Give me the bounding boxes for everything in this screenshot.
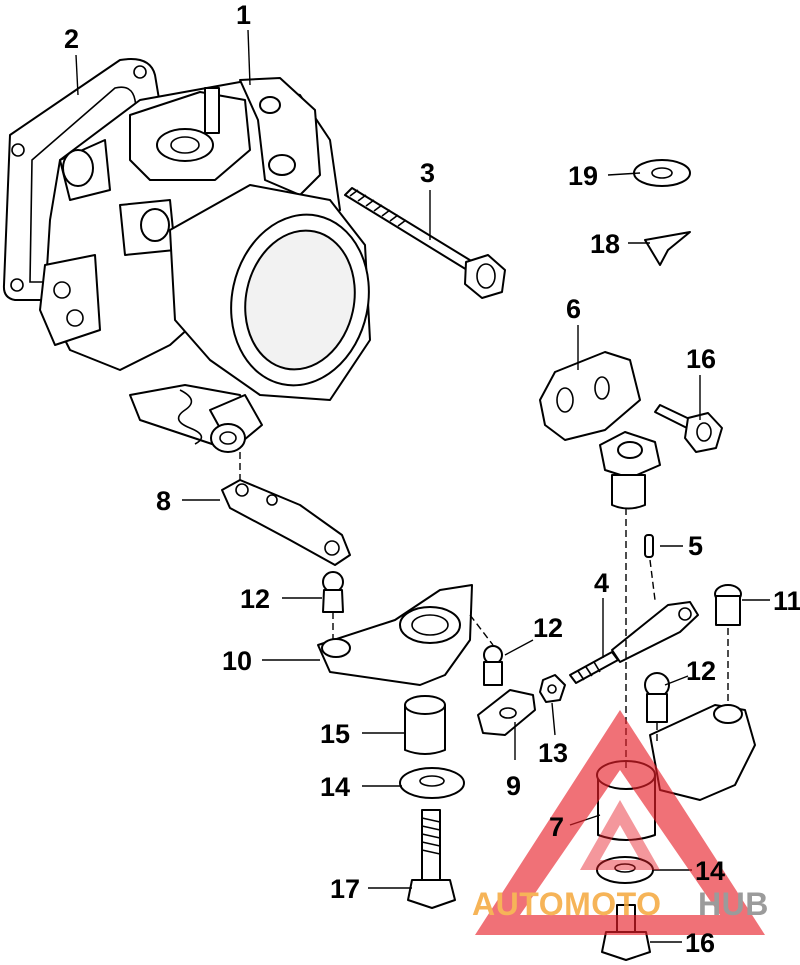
watermark-word-primary: AUTOMOTO — [472, 886, 661, 922]
callout-1: 1 — [236, 0, 251, 30]
callout-16-upper: 16 — [686, 344, 716, 374]
washer-part-19 — [633, 159, 691, 187]
callout-14-right: 14 — [695, 856, 725, 886]
watermark-triangle-icon — [475, 710, 765, 935]
callout-12-middle: 12 — [533, 613, 563, 643]
pin-part-5 — [644, 534, 654, 558]
ball-joint-part-11 — [714, 584, 742, 626]
threaded-rod-part-4 — [569, 601, 699, 684]
callout-9: 9 — [506, 771, 521, 801]
nut-part-13 — [539, 674, 566, 703]
callout-labels: 1 2 3 4 5 6 7 8 9 10 11 12 12 12 13 14 1… — [64, 0, 800, 958]
washer-part-14-right — [596, 856, 654, 884]
callout-13: 13 — [538, 738, 568, 768]
clip-part-18 — [644, 231, 691, 266]
callout-3: 3 — [420, 158, 435, 188]
throttle-body-part-1 — [39, 77, 371, 453]
bolt-part-17 — [407, 809, 456, 909]
callout-12-right: 12 — [686, 656, 716, 686]
watermark-logo: AUTOMOTO HUB — [472, 710, 769, 935]
callout-18: 18 — [590, 229, 620, 259]
ball-joint-part-12-middle — [483, 645, 503, 686]
callout-10: 10 — [222, 646, 252, 676]
ball-joint-part-12-left — [322, 571, 344, 613]
callout-12-left: 12 — [240, 584, 270, 614]
leader-lines — [75, 29, 770, 943]
callout-11: 11 — [773, 586, 800, 616]
callout-6: 6 — [566, 294, 581, 324]
assembly-lines — [239, 452, 729, 770]
callout-16-lower: 16 — [685, 928, 715, 958]
washer-part-14-left — [399, 767, 465, 799]
sleeve-part-15 — [404, 695, 446, 755]
callout-8: 8 — [156, 486, 171, 516]
callout-15: 15 — [320, 719, 350, 749]
ball-joint-part-12-right — [644, 672, 670, 723]
callout-7: 7 — [549, 812, 564, 842]
callout-14-left: 14 — [320, 772, 350, 802]
lever-part-10 — [317, 584, 473, 686]
linkage-rod-part-8 — [221, 479, 351, 566]
callout-2: 2 — [64, 24, 79, 54]
rod-end-part-9 — [477, 689, 536, 736]
watermark-word-secondary: HUB — [698, 886, 769, 922]
callout-19: 19 — [568, 161, 598, 191]
long-bolt-part-3 — [344, 187, 506, 299]
callout-17: 17 — [330, 874, 360, 904]
bracket-part-6 — [539, 351, 661, 510]
callout-5: 5 — [688, 531, 703, 561]
callout-4: 4 — [594, 568, 609, 598]
bolt-part-16-upper — [654, 404, 723, 453]
